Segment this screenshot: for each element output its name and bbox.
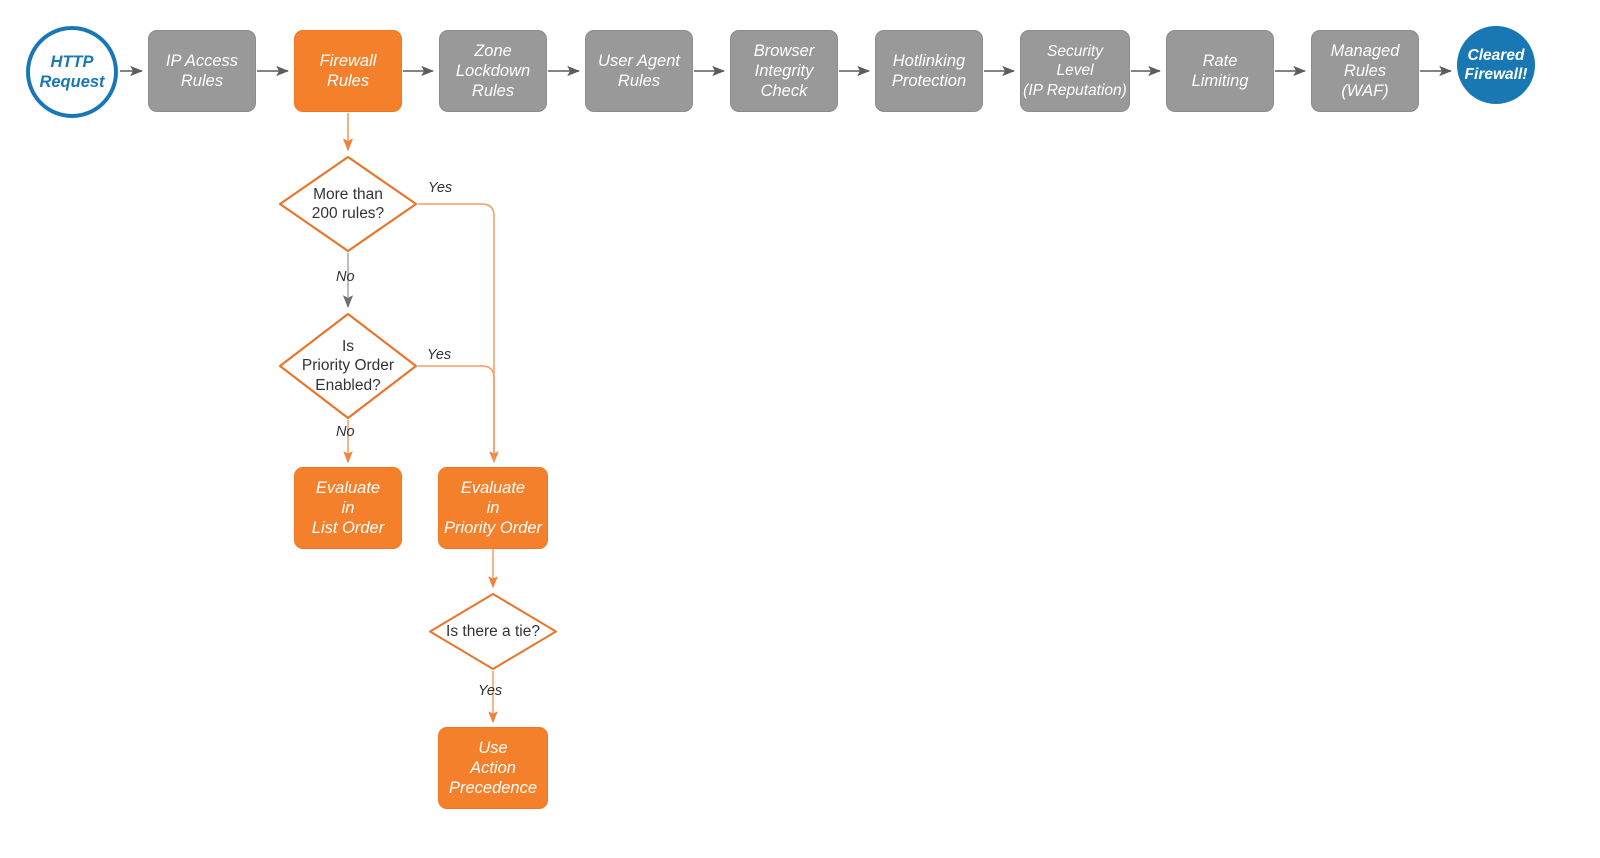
node-hotlinking-protection[interactable]: Hotlinking Protection <box>875 30 983 112</box>
edge-more-than-200-yes <box>418 203 499 464</box>
node-cleared-firewall-label: Cleared Firewall! <box>1464 46 1528 83</box>
node-ip-access-rules-label: IP Access Rules <box>165 51 239 90</box>
node-browser-integrity-check[interactable]: Browser Integrity Check <box>730 30 838 112</box>
edge-label-no-priority-order: No <box>336 424 355 440</box>
node-zone-lockdown-rules-label: Zone Lockdown Rules <box>455 41 531 101</box>
edge-label-yes-priority-order: Yes <box>427 347 452 363</box>
node-firewall-rules-label: Firewall Rules <box>319 51 377 90</box>
node-evaluate-priority-order[interactable]: Evaluate in Priority Order <box>438 467 548 549</box>
diamond-shape <box>278 312 418 420</box>
node-ip-access-rules[interactable]: IP Access Rules <box>148 30 256 112</box>
node-user-agent-rules-label: User Agent Rules <box>598 51 680 90</box>
node-more-than-200-rules[interactable]: More than 200 rules? <box>278 155 418 253</box>
node-security-level-label: Security Level (IP Reputation) <box>1023 43 1127 99</box>
node-security-level[interactable]: Security Level (IP Reputation) <box>1020 30 1130 112</box>
edge-label-yes-more-than-200: Yes <box>428 180 453 196</box>
node-evaluate-list-order-label: Evaluate in List Order <box>311 478 385 538</box>
node-managed-rules-waf[interactable]: Managed Rules (WAF) <box>1311 30 1419 112</box>
node-user-agent-rules[interactable]: User Agent Rules <box>585 30 693 112</box>
node-is-there-a-tie[interactable]: Is there a tie? <box>428 592 558 671</box>
node-managed-rules-waf-label: Managed Rules (WAF) <box>1330 41 1400 101</box>
node-http-request-label: HTTP Request <box>39 52 105 91</box>
diamond-shape <box>278 155 418 253</box>
node-browser-integrity-check-label: Browser Integrity Check <box>753 41 815 101</box>
node-firewall-rules[interactable]: Firewall Rules <box>294 30 402 112</box>
node-http-request[interactable]: HTTP Request <box>26 26 118 118</box>
node-rate-limiting[interactable]: Rate Limiting <box>1166 30 1274 112</box>
node-evaluate-list-order[interactable]: Evaluate in List Order <box>294 467 402 549</box>
node-use-action-precedence-label: Use Action Precedence <box>448 738 538 798</box>
node-use-action-precedence[interactable]: Use Action Precedence <box>438 727 548 809</box>
node-cleared-firewall[interactable]: Cleared Firewall! <box>1457 26 1535 104</box>
node-zone-lockdown-rules[interactable]: Zone Lockdown Rules <box>439 30 547 112</box>
node-rate-limiting-label: Rate Limiting <box>1191 51 1249 90</box>
edge-priority-order-yes <box>418 365 495 462</box>
edge-label-no-more-than-200: No <box>336 269 355 285</box>
node-hotlinking-protection-label: Hotlinking Protection <box>891 51 967 90</box>
edge-label-yes-is-there-a-tie: Yes <box>478 683 503 699</box>
diamond-shape <box>429 593 557 670</box>
node-evaluate-priority-order-label: Evaluate in Priority Order <box>443 478 543 538</box>
node-is-priority-order-enabled[interactable]: Is Priority Order Enabled? <box>278 312 418 420</box>
